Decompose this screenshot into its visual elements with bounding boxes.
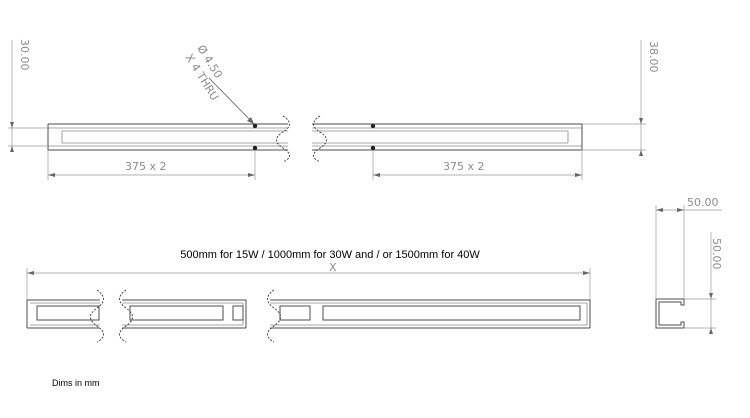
overall-length-dimension: X bbox=[26, 261, 591, 300]
left-height-dimension: 30.00 bbox=[8, 39, 48, 152]
channel-profile bbox=[655, 298, 685, 329]
section-view: 50.00 50.00 bbox=[655, 196, 723, 334]
window-slot bbox=[232, 305, 244, 321]
bottom-view: 500mm for 15W / 1000mm for 30W and / or … bbox=[26, 249, 591, 343]
units-note: Dims in mm bbox=[52, 378, 100, 388]
mounting-hole bbox=[370, 123, 376, 129]
top-view: Ø 4.50 X 4 THRU 30.00 38.00 37 bbox=[8, 39, 660, 180]
mounting-hole bbox=[252, 123, 258, 129]
break-line bbox=[119, 289, 133, 343]
bottom-profile-segment-3 bbox=[270, 299, 591, 329]
window-slot bbox=[322, 305, 581, 321]
left-pitch-dimension: 375 x 2 bbox=[47, 150, 256, 180]
mounting-hole bbox=[370, 145, 376, 151]
section-height-label: 50.00 bbox=[710, 238, 723, 270]
right-height-label: 38.00 bbox=[647, 41, 660, 73]
window-slot bbox=[129, 305, 224, 321]
overall-length-label: X bbox=[329, 261, 337, 274]
right-pitch-label: 375 x 2 bbox=[443, 160, 485, 173]
mounting-hole bbox=[252, 145, 258, 151]
section-width-label: 50.00 bbox=[687, 196, 719, 209]
break-line bbox=[267, 289, 281, 343]
bottom-profile-segment-1 bbox=[26, 299, 100, 329]
break-line bbox=[90, 289, 104, 343]
left-pitch-label: 375 x 2 bbox=[125, 160, 167, 173]
break-line bbox=[276, 115, 290, 163]
top-profile-right bbox=[312, 123, 583, 151]
window-slot bbox=[36, 305, 100, 321]
window-slot bbox=[279, 305, 311, 321]
left-height-label: 30.00 bbox=[18, 39, 31, 71]
section-height-dimension: 50.00 bbox=[684, 232, 723, 334]
bottom-profile-segment-2 bbox=[122, 299, 247, 329]
break-line bbox=[313, 115, 327, 163]
top-profile-left bbox=[47, 123, 288, 151]
section-width-dimension: 50.00 bbox=[655, 196, 722, 299]
hole-leader bbox=[208, 77, 255, 125]
right-height-dimension: 38.00 bbox=[582, 40, 660, 156]
right-pitch-dimension: 375 x 2 bbox=[372, 150, 583, 180]
length-options-note: 500mm for 15W / 1000mm for 30W and / or … bbox=[180, 249, 480, 261]
